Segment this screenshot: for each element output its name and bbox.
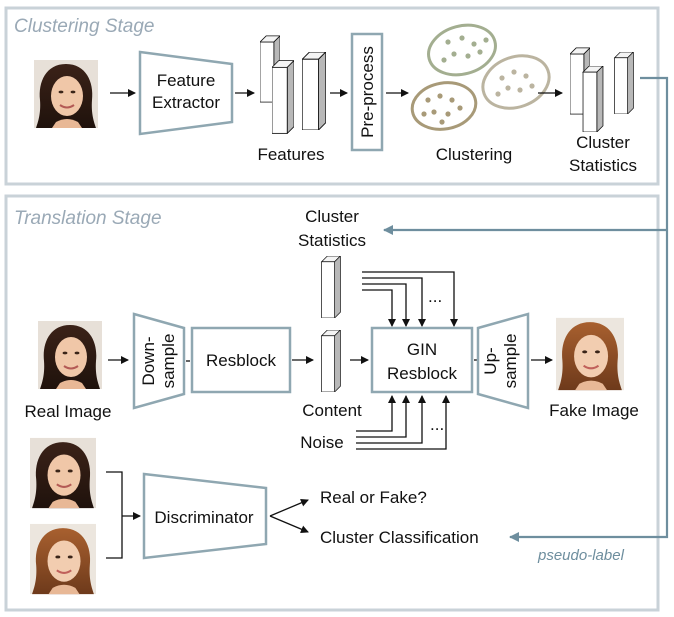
gin-resblock-label-1: GIN (407, 340, 437, 359)
noise-ellipsis: ... (430, 415, 444, 434)
upsample-label-2: sample (501, 334, 520, 389)
resblock-block (190, 326, 292, 394)
downsample-label-1: Down- (139, 336, 158, 385)
resblock-label: Resblock (206, 351, 276, 370)
translation-stage-title: Translation Stage (14, 208, 162, 229)
arrow-to-real-or-fake (269, 499, 309, 517)
clustering-ellipses (410, 23, 551, 131)
translation-statistics-cube (321, 256, 341, 318)
fake-image (556, 316, 624, 392)
translation-cluster-statistics-label-2: Statistics (298, 231, 366, 250)
cluster-statistics-cubes (570, 47, 634, 132)
upsample-block (476, 312, 530, 410)
cluster-statistics-label-2: Statistics (569, 156, 637, 175)
content-cube (321, 330, 341, 392)
input-face-image (34, 58, 98, 130)
statistics-ellipsis: ... (428, 287, 442, 306)
arrow-to-cluster-classification (269, 515, 309, 533)
features-cubes (260, 35, 326, 134)
translation-stage-frame (4, 194, 660, 612)
features-label: Features (257, 145, 324, 164)
content-label: Content (302, 401, 362, 420)
upsample-label-1: Up- (481, 347, 500, 374)
real-image (38, 319, 102, 391)
feature-extractor-label-1: Feature (157, 71, 216, 90)
discriminator-input-real (30, 436, 96, 510)
cluster-statistics-label-1: Cluster (576, 133, 630, 152)
preprocess-block (350, 32, 384, 152)
real-image-label: Real Image (25, 402, 112, 421)
gin-resblock-label-2: Resblock (387, 364, 457, 383)
fake-image-label: Fake Image (549, 401, 639, 420)
downsample-label-2: sample (159, 334, 178, 389)
noise-to-gin-lines (356, 395, 450, 450)
clustering-stage-title: Clustering Stage (14, 16, 154, 37)
discriminator-input-bracket (106, 471, 123, 559)
real-or-fake-label: Real or Fake? (320, 488, 427, 507)
pseudo-label-text: pseudo-label (537, 547, 625, 564)
discriminator-block (142, 472, 268, 560)
feature-extractor-label-2: Extractor (152, 93, 220, 112)
clustering-label: Clustering (436, 145, 513, 164)
gin-resblock-block (370, 326, 474, 394)
discriminator-input-fake (30, 522, 96, 596)
preprocess-label: Pre-process (358, 46, 377, 138)
cluster-classification-label: Cluster Classification (320, 528, 479, 547)
discriminator-label: Discriminator (154, 508, 254, 527)
clustering-stage-frame (4, 6, 660, 186)
pseudo-label-arrow (509, 76, 669, 542)
noise-label: Noise (300, 433, 343, 452)
feature-extractor-block (138, 50, 234, 136)
downsample-block (132, 312, 186, 410)
translation-cluster-statistics-label-1: Cluster (305, 207, 359, 226)
statistics-to-gin-lines (362, 271, 458, 327)
